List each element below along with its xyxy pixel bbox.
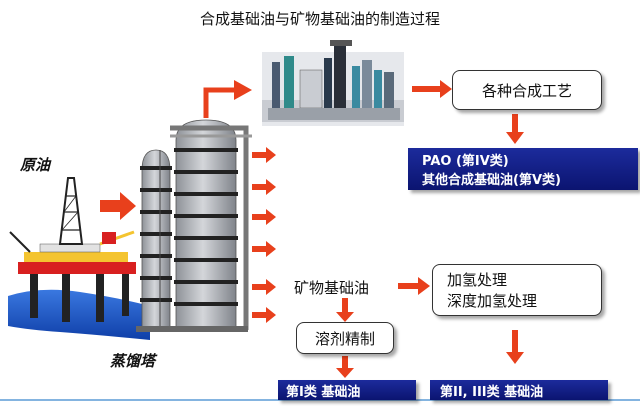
- synthesis-plant-icon: [262, 40, 404, 126]
- group23-bar: 第II, III类 基础油: [430, 380, 608, 400]
- side-draw-arrows: [252, 147, 276, 323]
- synthesis-processes-text: 各种合成工艺: [481, 81, 572, 100]
- group23-text: 第II, III类 基础油: [440, 384, 544, 400]
- arrow-tower-to-plant: [203, 87, 236, 118]
- synthesis-processes-box: 各种合成工艺: [452, 70, 602, 110]
- hydrotreating-box: 加氢处理 深度加氢处理: [432, 264, 602, 316]
- arrow-solvent-to-group1: [336, 356, 354, 378]
- oil-platform-icon: [9, 177, 136, 322]
- other-synthetic-text: 其他合成基础油(第V类): [422, 173, 561, 188]
- solvent-refining-text: 溶剂精制: [314, 329, 375, 348]
- arrow-synthesis-to-pao: [506, 114, 524, 144]
- arrow-plant-to-synthesis: [412, 80, 452, 98]
- arrow-crude-to-tower: [100, 192, 136, 220]
- solvent-refining-box: 溶剂精制: [296, 322, 394, 354]
- group1-bar: 第I类 基础油: [278, 380, 416, 400]
- deep-hydrotreating-text: 深度加氢处理: [447, 292, 538, 310]
- pao-bar: PAO (第IV类) 其他合成基础油(第V类): [408, 148, 638, 190]
- arrow-hydro-to-group23: [506, 330, 524, 364]
- arrow-mineral-to-solvent: [336, 298, 354, 322]
- arrow-mineral-to-hydro: [398, 277, 430, 295]
- group1-text: 第I类 基础油: [286, 384, 361, 400]
- pao-text: PAO (第IV类): [422, 154, 509, 169]
- distillation-tower-icon: [136, 119, 252, 332]
- diagram-title: 合成基础油与矿物基础油的制造过程: [199, 10, 440, 28]
- mineral-base-oil-label: 矿物基础油: [294, 279, 370, 297]
- sea-shape: [8, 289, 150, 340]
- hydrotreating-text: 加氢处理: [447, 271, 508, 289]
- crude-oil-label: 原油: [20, 156, 51, 174]
- distillation-tower-label: 蒸馏塔: [110, 352, 156, 370]
